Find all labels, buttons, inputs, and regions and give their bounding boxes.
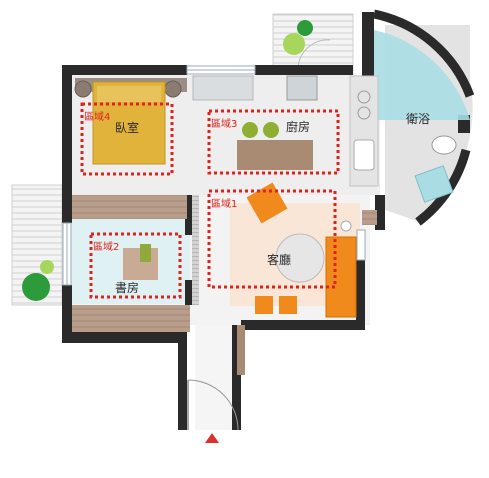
zones — [80, 102, 340, 299]
bedroom — [72, 78, 187, 219]
label-zone-3: 區域3 — [211, 117, 237, 130]
tv-cabinet — [192, 195, 199, 305]
bathroom-curved-wall — [373, 9, 475, 98]
zone-2-box — [89, 232, 182, 299]
zone-4-box — [80, 102, 174, 176]
label-bathroom: 衛浴 — [406, 112, 430, 126]
label-bedroom: 臥室 — [115, 120, 139, 135]
living-room — [192, 182, 377, 375]
label-study: 書房 — [115, 280, 139, 295]
plant-icon — [22, 273, 50, 301]
zone-3-box — [207, 109, 340, 175]
windows — [62, 65, 366, 286]
label-kitchen: 廚房 — [286, 119, 310, 134]
label-zone-2: 區域2 — [93, 240, 119, 253]
entrance-door — [187, 379, 239, 431]
walls — [62, 12, 470, 430]
entrance-triangle-icon — [205, 433, 219, 443]
label-zone-1: 區域1 — [211, 197, 237, 210]
kitchen — [192, 75, 379, 187]
dining-table — [237, 140, 313, 170]
plant-icon — [297, 20, 313, 36]
bathroom — [414, 135, 457, 203]
left-balcony — [11, 184, 63, 306]
orange-armchair — [246, 182, 288, 224]
zone-1-box — [207, 189, 337, 289]
label-zone-4: 區域4 — [84, 110, 110, 123]
sofa — [325, 236, 357, 318]
label-living: 客廳 — [267, 252, 291, 267]
study — [72, 244, 190, 332]
